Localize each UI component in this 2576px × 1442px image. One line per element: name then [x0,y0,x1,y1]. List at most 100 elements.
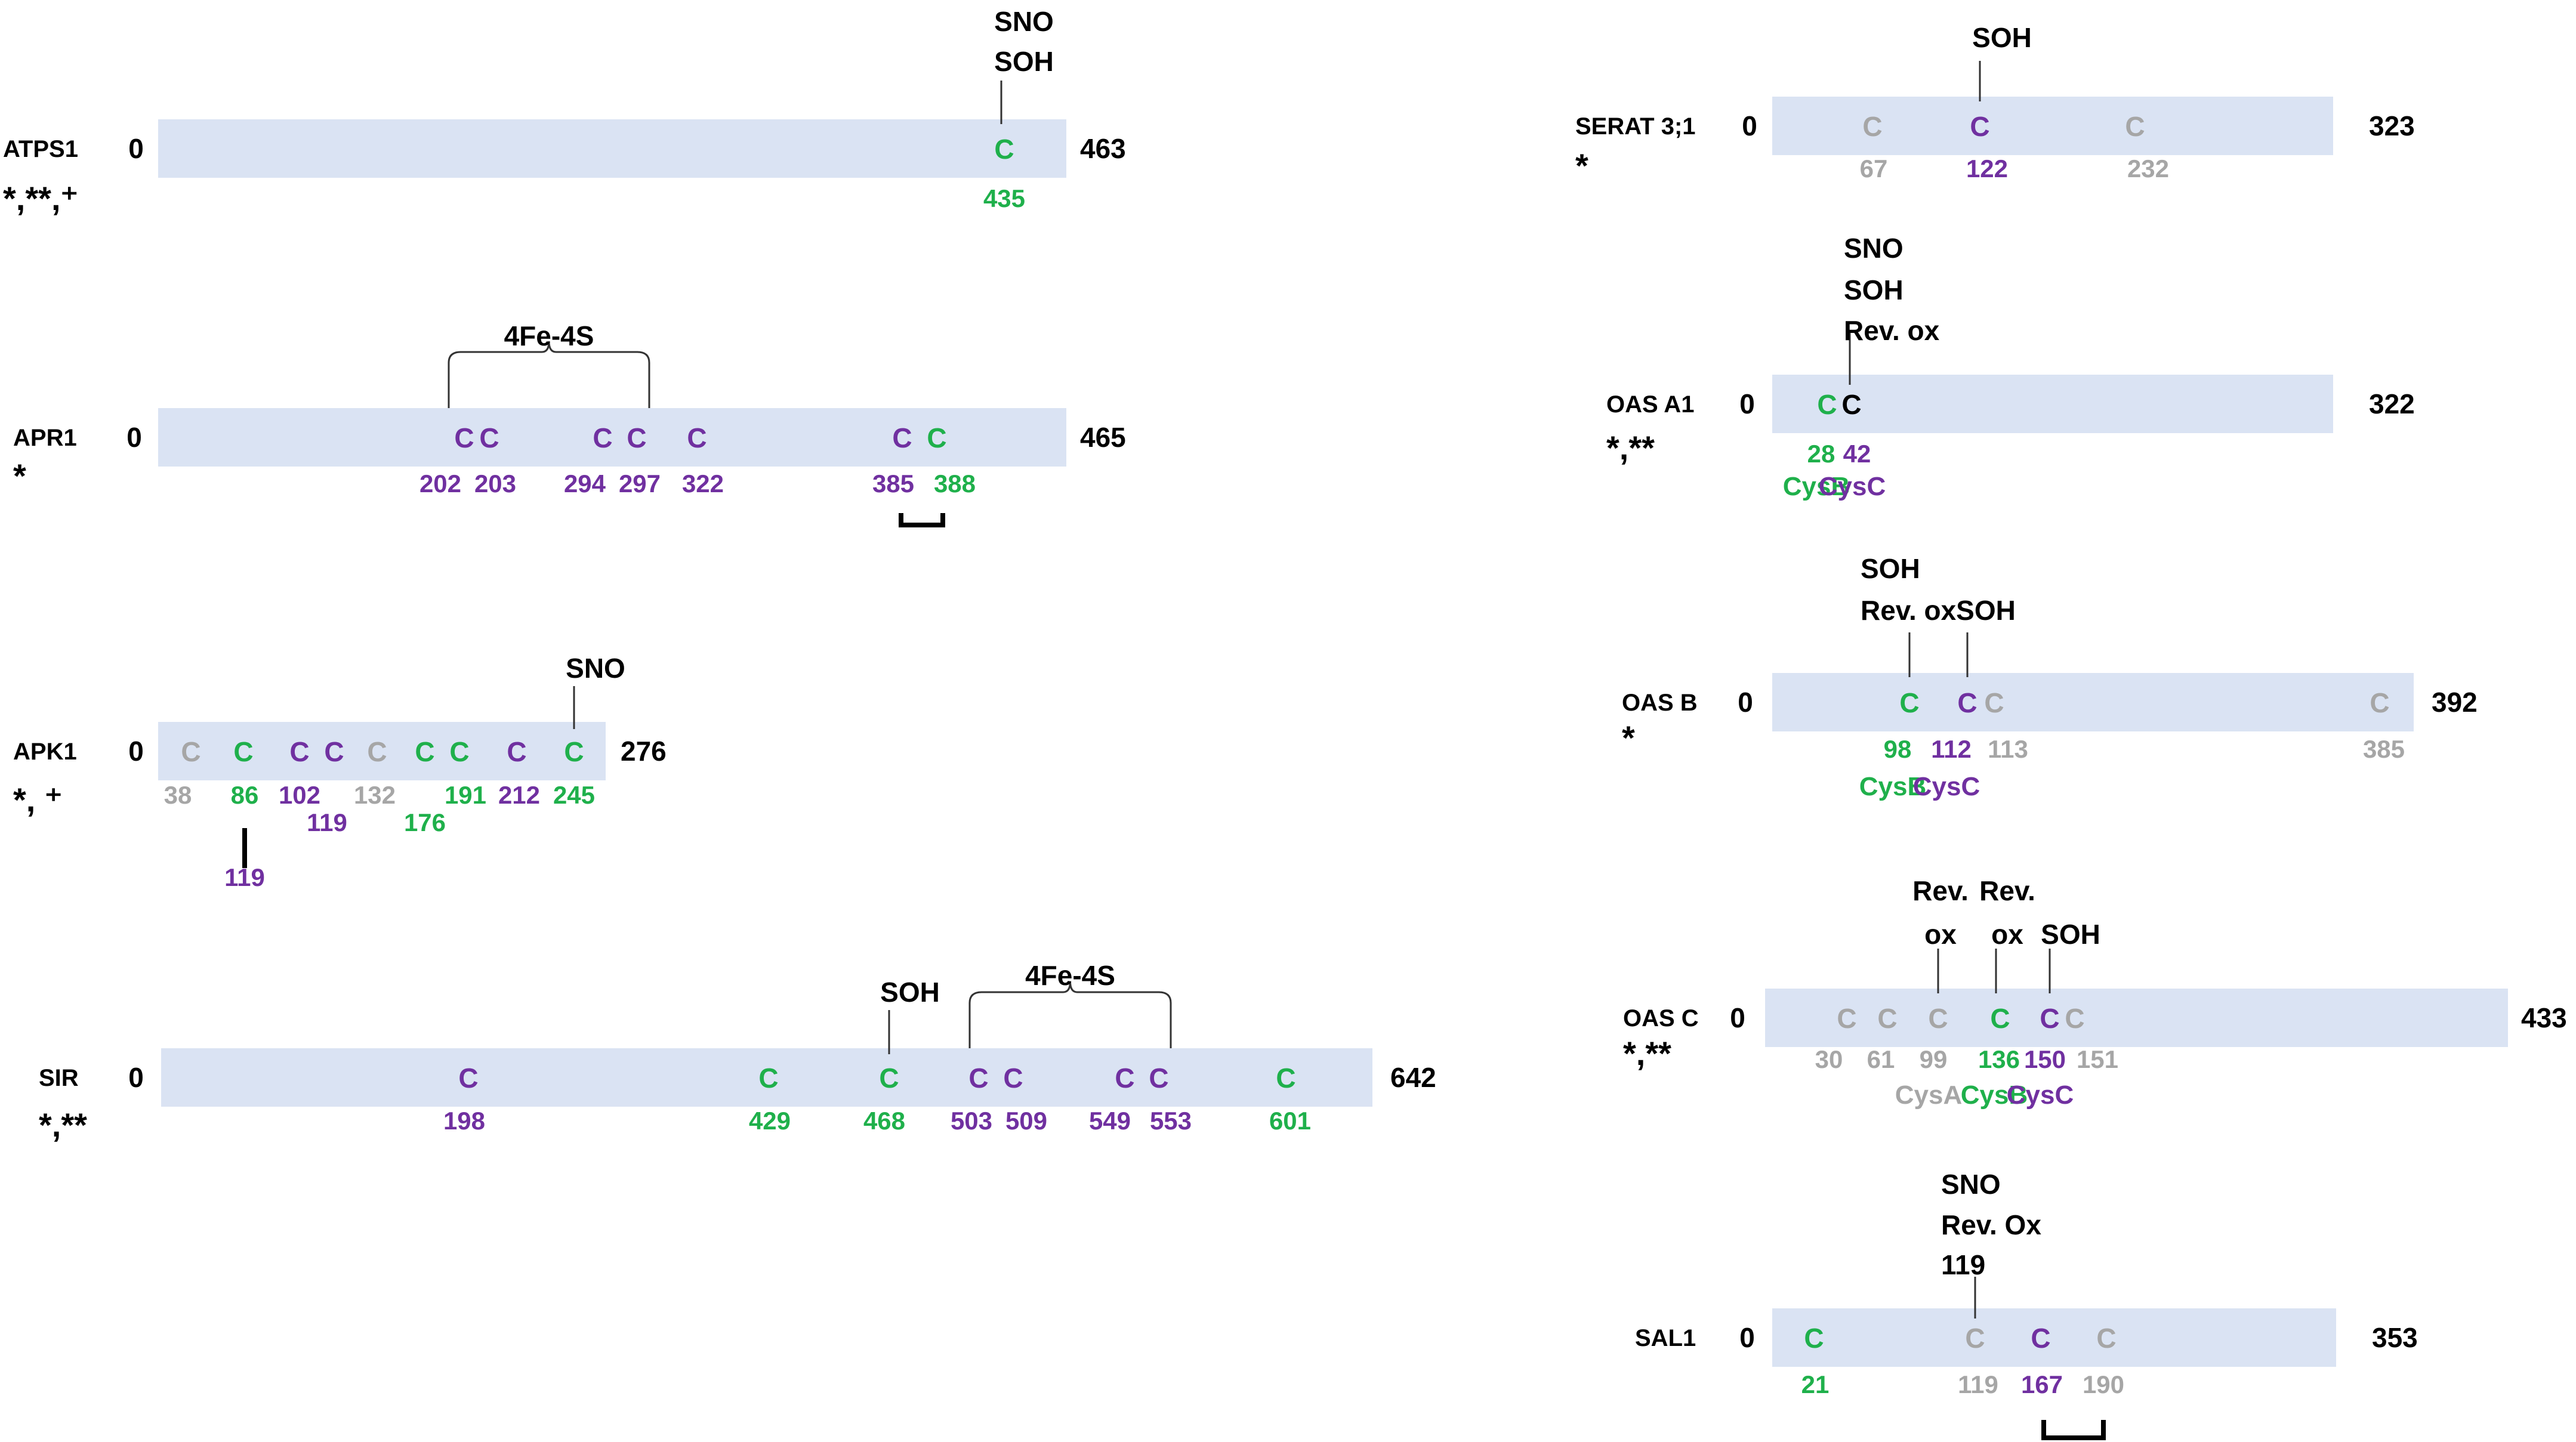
cysteine-residue: C [367,736,387,767]
residue-position: 119 [1958,1370,1998,1398]
cysteine-residue: C [479,422,499,453]
protein-name: SIR [39,1065,79,1091]
residue-position: 385 [872,470,914,498]
sequence-end: 392 [2432,687,2478,718]
modification-label: Rev. [1912,875,1969,906]
residue-position: 113 [1988,735,2028,763]
cysteine-residue: C [593,422,612,453]
cluster-label: 4Fe-4S [504,320,594,351]
cysteine-residue: C [2125,111,2145,142]
cysteine-residue: C [1970,111,1989,142]
residue-position: 553 [1150,1107,1192,1135]
residue-position: 468 [863,1107,905,1135]
residue-position: 21 [1801,1370,1830,1398]
residue-position: 429 [749,1107,791,1135]
cysteine-residue: C [454,422,474,453]
significance-marks: * [13,457,26,495]
modification-label: SOH [1972,22,2032,53]
sequence-start: 0 [1739,388,1755,419]
residue-position: 601 [1269,1107,1311,1135]
residue-position: 549 [1089,1107,1131,1135]
residue-position: 167 [2021,1370,2063,1398]
sequence-start: 0 [128,1062,144,1093]
sequence-start: 0 [1738,687,1753,718]
protein-name: ATPS1 [3,136,78,162]
sequence-start: 0 [128,133,144,164]
cysteine-residue: C [564,736,584,767]
disulfide-bracket [899,513,945,527]
sequence-end: 642 [1390,1062,1436,1093]
cysteine-residue: C [233,736,253,767]
residue-position: 132 [354,781,396,809]
sequence-end: 463 [1080,133,1126,164]
cysteine-residue: C [2031,1323,2050,1354]
modification-label: Rev. [1979,875,2035,906]
protein-name: SAL1 [1635,1325,1696,1351]
protein-bar-serat31 [1772,97,2333,155]
cysteine-residue: C [1984,687,2004,718]
sequence-start: 0 [1742,110,1757,141]
residue-position: 28 [1807,440,1835,468]
residue-position: 112 [1931,735,1972,763]
disulfide-bracket [2041,1420,2106,1440]
cysteine-residue: C [994,134,1014,165]
sequence-end: 465 [1080,422,1126,453]
modification-label: SOH [1844,274,1904,305]
residue-position: 136 [1978,1045,2020,1073]
significance-marks: *,**,⁺ [3,180,78,217]
residue-position: 42 [1843,440,1871,468]
protein-name: SERAT 3;1 [1575,113,1696,140]
protein-bar-oasa1 [1772,375,2333,433]
cysteine-residue: C [1841,389,1861,420]
modification-label: SNO [1844,233,1904,264]
cysteine-residue: C [2370,687,2389,718]
sequence-end: 433 [2521,1002,2567,1033]
cysteine-residue: C [1862,111,1882,142]
residue-position: 202 [419,470,461,498]
protein-bar-atps1 [158,119,1066,178]
significance-marks: *, ⁺ [13,781,62,819]
residue-position: 435 [983,184,1025,212]
cysteine-residue: C [1965,1323,1985,1354]
cysteine-residue: C [507,736,526,767]
protein-bar-apk1 [158,722,606,780]
protein-name: OAS B [1622,690,1698,716]
residue-position: 191 [445,781,486,809]
significance-marks: * [1575,147,1588,184]
cysteine-residue: C [2040,1003,2059,1034]
modification-label: SNO [994,6,1054,37]
modification-label: SOH [1861,553,1920,584]
cys-site-label: CysB [1783,472,1850,501]
cysteine-residue: C [892,422,912,453]
residue-position: 388 [934,470,976,498]
modification-label: Rev. ox [1844,315,1940,346]
residue-position: 503 [951,1107,992,1135]
modification-label: SOH [2041,919,2100,950]
cysteine-residue: C [1837,1003,1856,1034]
cys-site-label: CysB [1961,1080,2028,1110]
modification-label: SOH [994,46,1054,77]
modification-label: Rev. Ox [1941,1209,2041,1240]
significance-marks: *,** [1606,429,1655,467]
modification-label: 119 [1941,1249,1985,1280]
protein-bar-oasc [1765,989,2508,1047]
residue-position: 99 [1920,1045,1948,1073]
cysteine-residue: C [1928,1003,1948,1034]
sequence-end: 323 [2369,110,2415,141]
cysteine-residue: C [2065,1003,2084,1034]
residue-position: 190 [2083,1370,2124,1398]
sequence-start: 0 [127,422,142,453]
cluster-brace [968,981,1172,1048]
residue-position: 61 [1867,1045,1895,1073]
cysteine-residue: C [687,422,707,453]
residue-position: 67 [1860,155,1888,183]
residue-position: 322 [682,470,724,498]
protein-name: OAS C [1623,1005,1699,1032]
protein-bar-sir [161,1048,1372,1107]
sequence-end: 353 [2372,1322,2418,1353]
modification-label: SOH [880,977,940,1008]
residue-position: 176 [404,808,446,836]
sequence-start: 0 [128,736,144,767]
protein-bar-oasb [1772,673,2414,731]
